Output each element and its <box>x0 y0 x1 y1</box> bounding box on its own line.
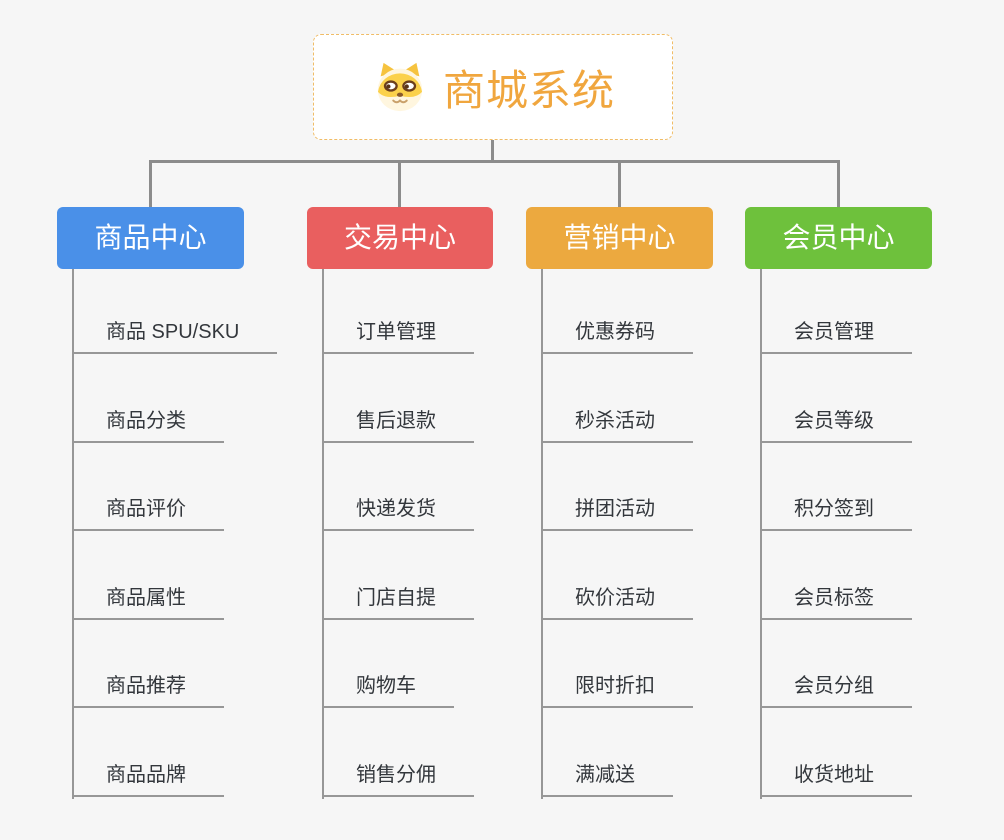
connector-drop-product-center <box>149 160 152 207</box>
leaf-node-store-pickup[interactable]: 门店自提 <box>322 586 474 620</box>
branch-spine-product-center <box>72 269 74 799</box>
branch-spine-marketing-center <box>541 269 543 799</box>
connector-drop-trade-center <box>398 160 401 207</box>
leaf-node-member-group[interactable]: 会员分组 <box>760 674 912 708</box>
leaf-node-shopping-cart[interactable]: 购物车 <box>322 674 454 708</box>
connector-drop-member-center <box>837 160 840 207</box>
root-node-mall-system[interactable]: 商城系统 <box>313 34 673 140</box>
leaf-node-bargain-activity[interactable]: 砍价活动 <box>541 586 693 620</box>
branch-node-member-center[interactable]: 会员中心 <box>745 207 932 269</box>
root-node-title: 商城系统 <box>442 66 615 114</box>
leaf-node-member-tag[interactable]: 会员标签 <box>760 586 912 620</box>
leaf-node-product-attribute[interactable]: 商品属性 <box>72 586 224 620</box>
branch-node-product-center[interactable]: 商品中心 <box>57 207 244 269</box>
connector-root-stub <box>491 140 494 162</box>
branch-node-trade-center[interactable]: 交易中心 <box>307 207 493 269</box>
branch-node-marketing-center[interactable]: 营销中心 <box>526 207 713 269</box>
dog-face-icon <box>377 62 423 112</box>
leaf-node-limited-time-discount[interactable]: 限时折扣 <box>541 674 693 708</box>
connector-horizontal-bar <box>149 160 840 163</box>
leaf-node-flash-sale[interactable]: 秒杀活动 <box>541 409 693 443</box>
leaf-node-coupon-code[interactable]: 优惠券码 <box>541 320 693 354</box>
leaf-node-product-review[interactable]: 商品评价 <box>72 497 224 531</box>
leaf-node-product-category[interactable]: 商品分类 <box>72 409 224 443</box>
connector-drop-marketing-center <box>618 160 621 207</box>
leaf-node-sales-commission[interactable]: 销售分佣 <box>322 763 474 797</box>
leaf-node-product-brand[interactable]: 商品品牌 <box>72 763 224 797</box>
leaf-node-aftersale-refund[interactable]: 售后退款 <box>322 409 474 443</box>
leaf-node-product-recommend[interactable]: 商品推荐 <box>72 674 224 708</box>
leaf-node-group-buy[interactable]: 拼团活动 <box>541 497 693 531</box>
leaf-node-full-reduction[interactable]: 满减送 <box>541 763 673 797</box>
leaf-node-express-delivery[interactable]: 快递发货 <box>322 497 474 531</box>
leaf-node-member-management[interactable]: 会员管理 <box>760 320 912 354</box>
leaf-node-product-spu-sku[interactable]: 商品 SPU/SKU <box>72 320 278 354</box>
leaf-node-points-checkin[interactable]: 积分签到 <box>760 497 912 531</box>
branch-spine-trade-center <box>322 269 324 799</box>
branch-spine-member-center <box>760 269 762 799</box>
leaf-node-member-level[interactable]: 会员等级 <box>760 409 912 443</box>
leaf-node-shipping-address[interactable]: 收货地址 <box>760 763 912 797</box>
leaf-node-order-management[interactable]: 订单管理 <box>322 320 474 354</box>
